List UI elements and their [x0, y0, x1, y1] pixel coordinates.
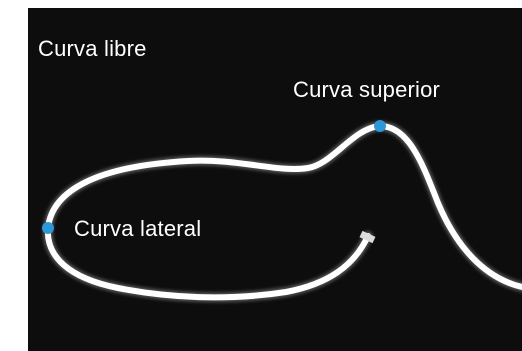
marker-top-curve [374, 120, 386, 132]
neon-strip [48, 126, 522, 297]
title-label: Curva libre [38, 36, 147, 62]
photo-neon-strip: Curva libre Curva superior Curva lateral [28, 8, 522, 351]
side-curve-label: Curva lateral [74, 216, 201, 242]
top-curve-label: Curva superior [293, 77, 440, 103]
neon-strip-glow [48, 126, 522, 297]
marker-side-curve [42, 222, 54, 234]
